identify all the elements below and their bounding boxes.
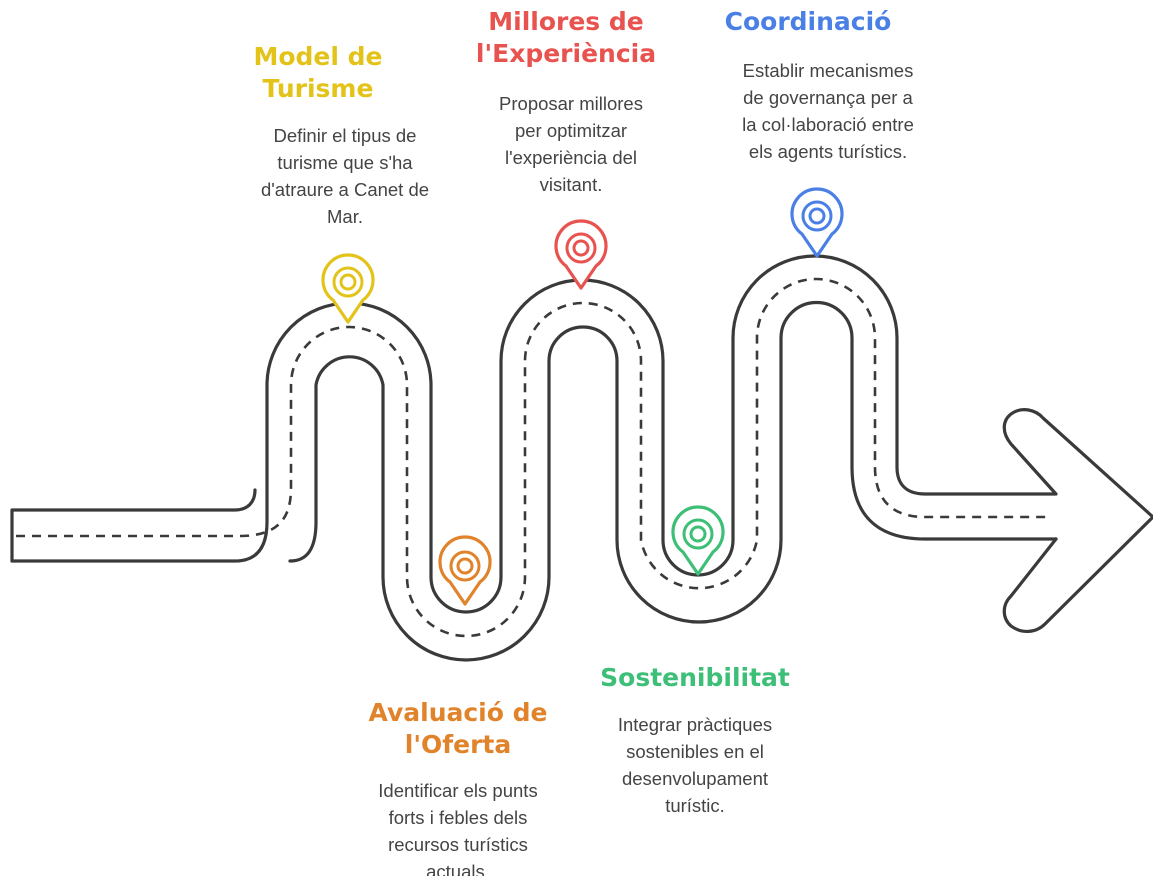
desc-coordinacio-line1: Establir mecanismes	[742, 60, 914, 81]
title-model: Model de Turisme	[228, 41, 408, 105]
desc-coordinacio-line4: els agents turístics.	[748, 141, 908, 162]
desc-model-line2: turisme que s'ha	[277, 152, 413, 173]
road-outer-edge	[10, 254, 1153, 633]
desc-avaluacio-line1: Identificar els punts	[378, 780, 538, 801]
desc-millores: Proposar millores per optimitzar l'exper…	[476, 90, 666, 198]
desc-millores-line4: visitant.	[539, 174, 603, 195]
desc-millores-line2: per optimitzar	[514, 120, 628, 141]
desc-avaluacio-line3: recursos turístics	[388, 834, 528, 855]
title-avaluacio-line1: Avaluació de	[368, 698, 548, 727]
desc-sostenibilitat-line4: turístic.	[665, 795, 725, 816]
desc-avaluacio: Identificar els punts forts i febles del…	[353, 777, 563, 876]
road-center-line	[16, 277, 1050, 638]
title-sostenibilitat: Sostenibilitat	[595, 662, 795, 694]
desc-model-line4: Mar.	[327, 206, 363, 227]
title-model-line1: Model de	[253, 42, 383, 71]
title-millores-line1: Millores de	[488, 7, 644, 36]
desc-sostenibilitat-line3: desenvolupament	[621, 768, 769, 789]
pin-avaluacio	[438, 535, 492, 606]
desc-model-line3: d'atraure a Canet de	[260, 179, 430, 200]
title-avaluacio-line2: l'Oferta	[404, 730, 512, 759]
desc-model: Definir el tipus de turisme que s'ha d'a…	[240, 122, 450, 230]
pin-model	[321, 253, 375, 324]
pin-coordinacio	[790, 187, 844, 258]
title-sostenibilitat-line1: Sostenibilitat	[600, 663, 790, 692]
desc-coordinacio: Establir mecanismes de governança per a …	[713, 57, 943, 165]
title-millores-line2: l'Experiència	[475, 39, 657, 68]
desc-avaluacio-line2: forts i febles dels	[388, 807, 528, 828]
road-inner-edge	[10, 300, 1058, 662]
desc-model-line1: Definir el tipus de	[273, 125, 417, 146]
desc-millores-line1: Proposar millores	[499, 93, 643, 114]
desc-sostenibilitat-line2: sostenibles en el	[626, 741, 764, 762]
title-model-line2: Turisme	[262, 74, 374, 103]
title-coordinacio-line1: Coordinació	[724, 7, 892, 36]
desc-millores-line3: l'experiència del	[504, 147, 638, 168]
desc-sostenibilitat: Integrar pràctiques sostenibles en el de…	[595, 711, 795, 819]
desc-avaluacio-line4: actuals.	[426, 861, 490, 876]
title-coordinacio: Coordinació	[708, 6, 908, 38]
desc-coordinacio-line2: de governança per a	[743, 87, 913, 108]
title-avaluacio: Avaluació de l'Oferta	[353, 697, 563, 761]
title-millores: Millores de l'Experiència	[466, 6, 666, 70]
pin-sostenibilitat	[671, 505, 725, 576]
pin-millores	[554, 219, 608, 290]
desc-sostenibilitat-line1: Integrar pràctiques	[617, 714, 773, 735]
desc-coordinacio-line3: la col·laboració entre	[742, 114, 914, 135]
